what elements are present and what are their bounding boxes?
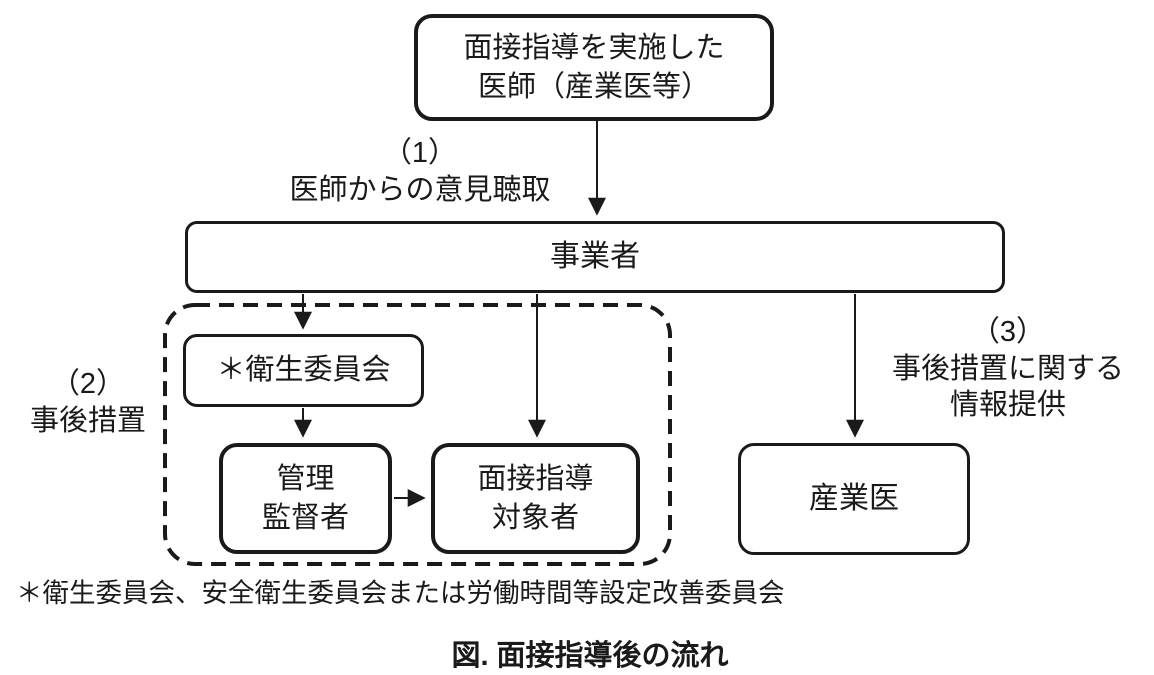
label-step1-number: （1） [382,137,458,169]
label-step1-opinion-hearing: （1） 医師からの意見聴取 [250,135,590,208]
label-step3-number: （3） [970,316,1046,348]
node-interview-target-line1: 面接指導 [477,463,594,496]
node-manager: 管理 監督者 [219,443,392,554]
node-occupational-physician-label: 産業医 [809,482,899,516]
node-health-committee-label: ＊衛生委員会 [216,354,391,387]
label-step3-line2: 情報提供 [949,389,1066,422]
label-step3-line1: 事後措置に関する [891,352,1124,385]
node-manager-line1: 管理 [276,463,335,496]
node-manager-line2: 監督者 [261,501,349,534]
label-step2-number: （2） [50,368,126,400]
node-interview-target-line2: 対象者 [491,501,579,534]
post-measures-group-border [163,303,672,566]
figure-caption: 図. 面接指導後の流れ [451,640,729,672]
node-doctor-line1: 面接指導を実施した [463,32,725,65]
node-doctor: 面接指導を実施した 医師（産業医等） [414,14,774,121]
node-doctor-line2: 医師（産業医等） [477,70,710,103]
node-interview-target: 面接指導 対象者 [431,443,640,554]
node-employer-label: 事業者 [550,240,640,274]
node-health-committee: ＊衛生委員会 [183,334,424,407]
label-step2-text: 事後措置 [29,404,146,437]
label-step2-post-measures: （2） 事後措置 [8,366,168,439]
footnote: ＊衛生委員会、安全衛生委員会または労働時間等設定改善委員会 [16,578,785,608]
label-step3-information-provision: （3） 事後措置に関する 情報提供 [870,314,1146,424]
node-employer: 事業者 [185,221,1005,293]
label-step1-text: 医師からの意見聴取 [289,173,551,206]
node-occupational-physician: 産業医 [738,443,970,555]
